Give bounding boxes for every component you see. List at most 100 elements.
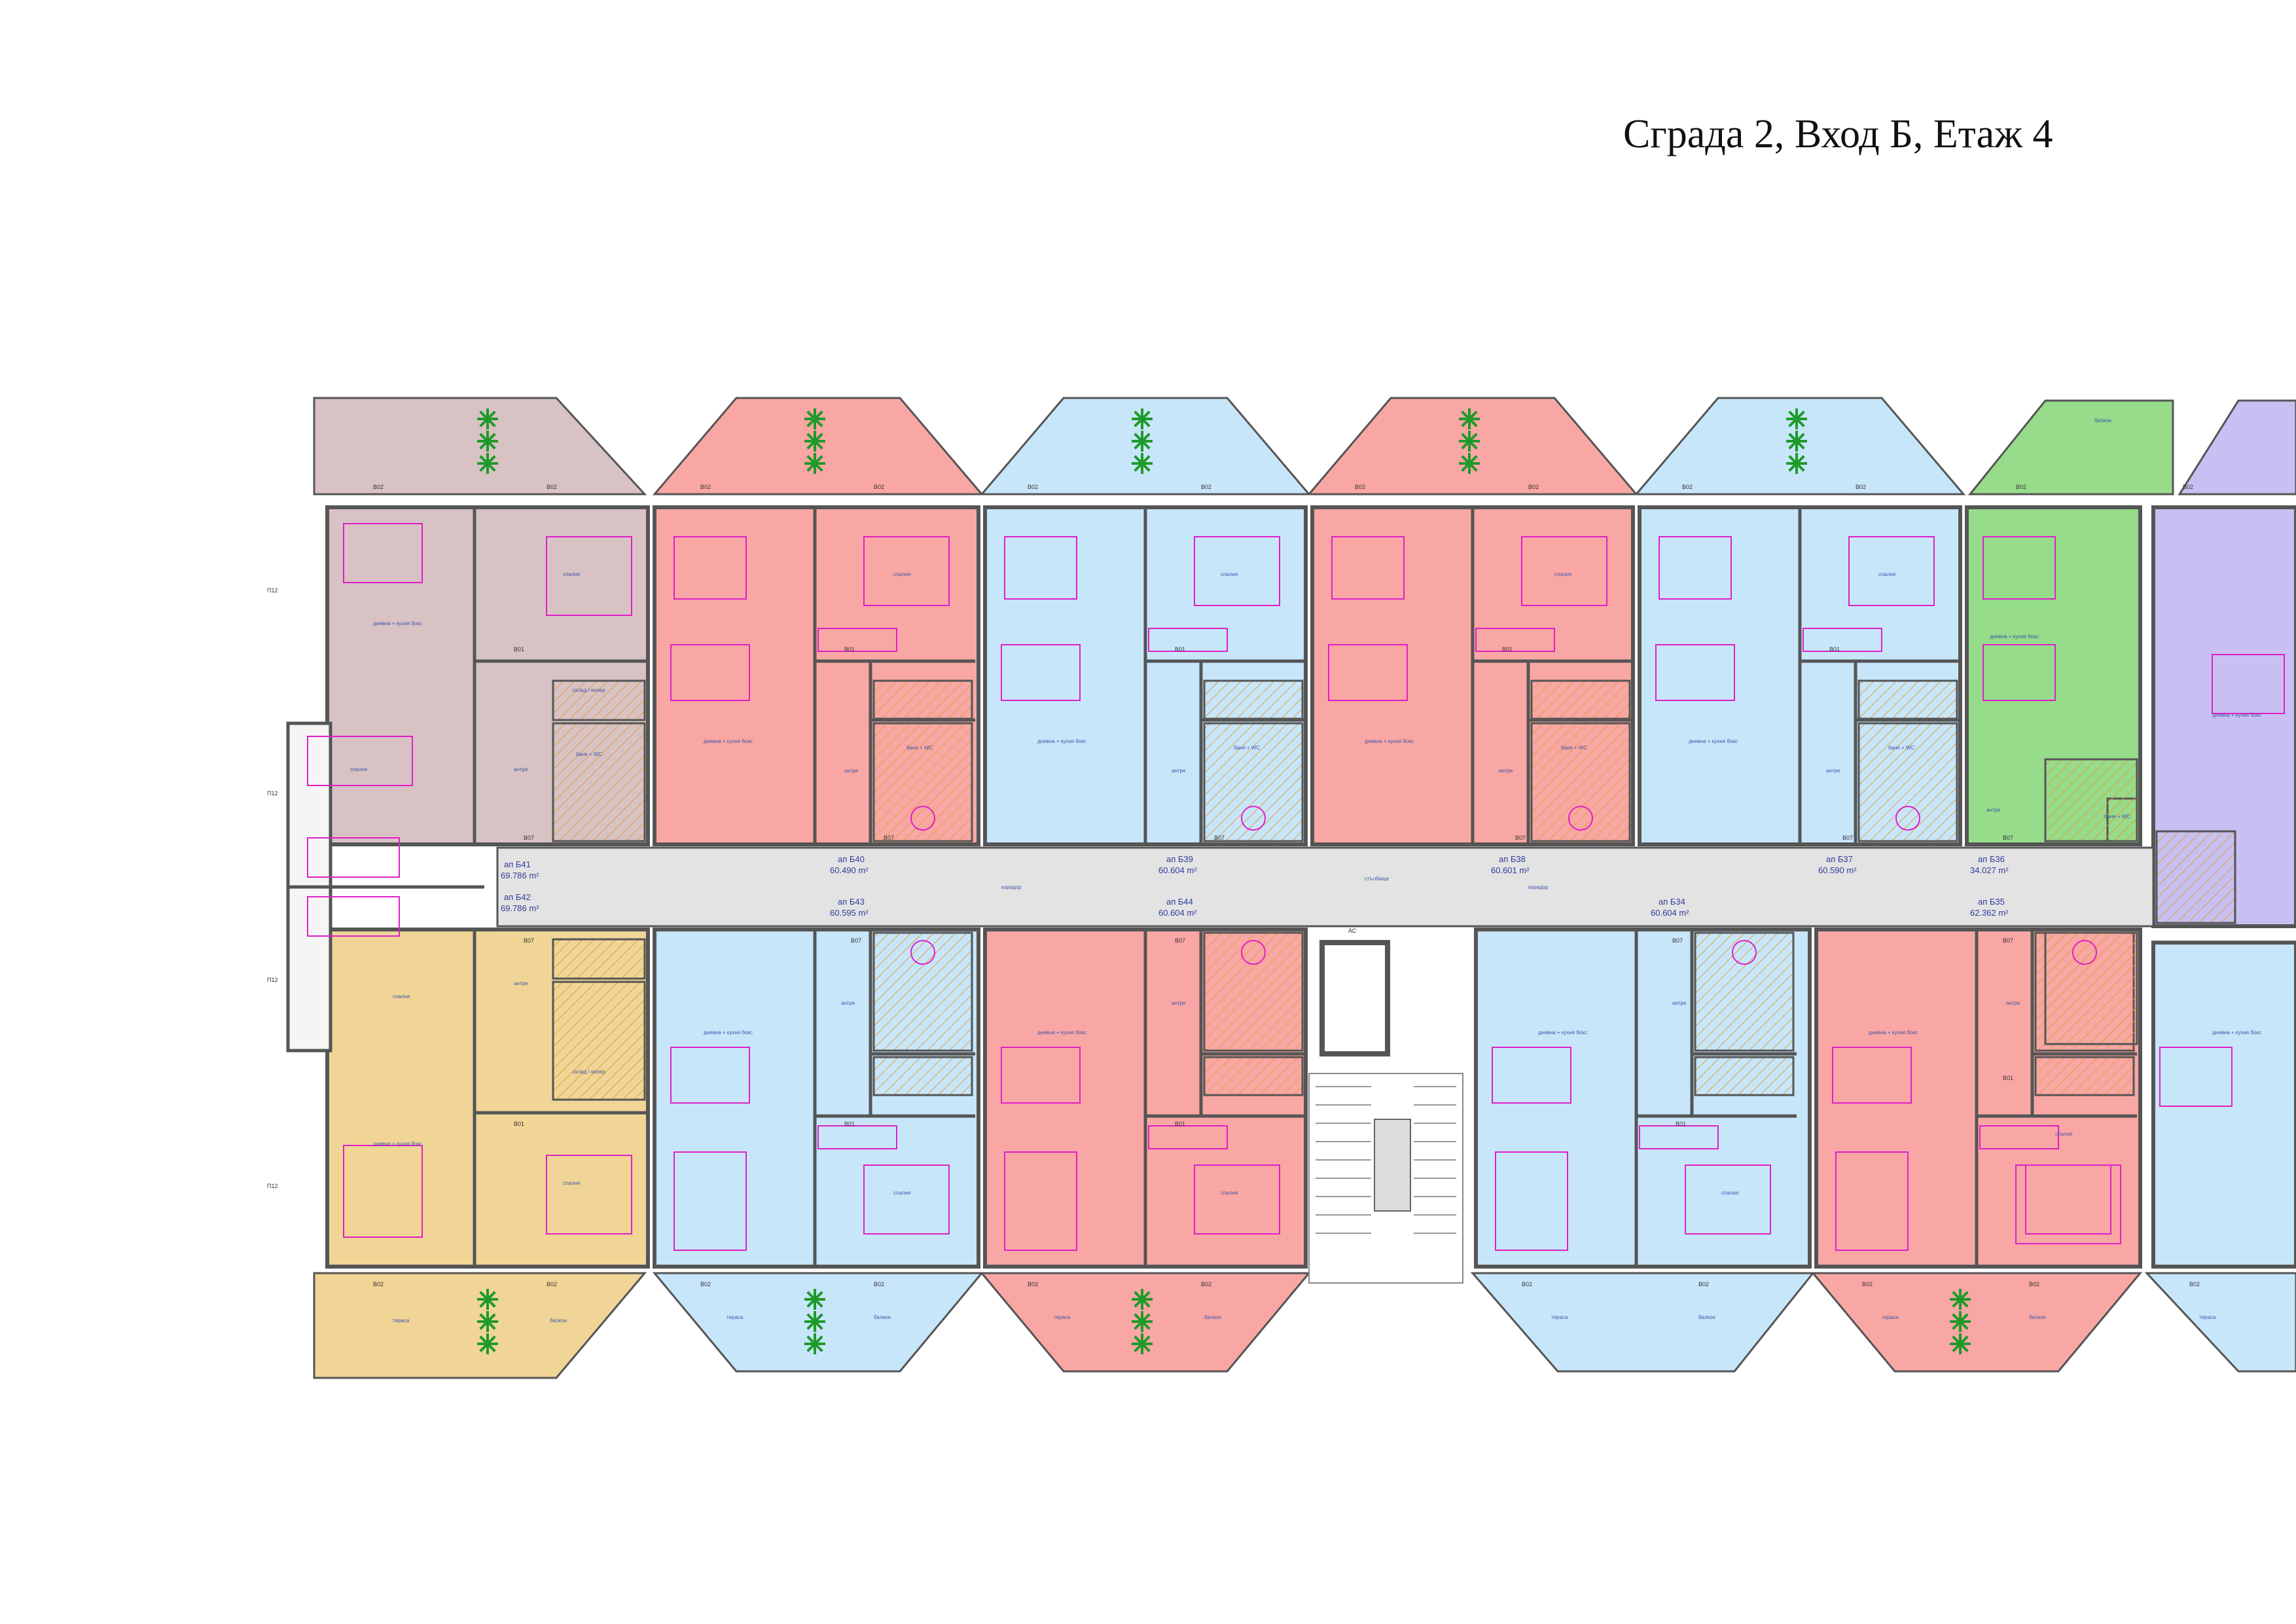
area-b42: 69.786 m²: [501, 903, 539, 913]
sofa-symbol: [1659, 536, 1732, 600]
room-storage-b42: склад / килер: [573, 1069, 605, 1075]
room-bedroom-b43: спалня: [893, 1190, 910, 1196]
room-terrace-b44: тераса: [1054, 1314, 1071, 1320]
sink-symbol: [1568, 806, 1593, 831]
tag-entry-b39: B07: [1214, 835, 1225, 841]
bed-symbol: [1194, 536, 1280, 606]
balcony-bottom-b34: [1470, 1272, 1816, 1373]
palm-planter: [1132, 1289, 1153, 1354]
bed-symbol: [307, 837, 400, 878]
tag-window-10: B02: [1856, 484, 1866, 490]
bathroom: [2155, 830, 2236, 924]
tag-entry-b35: B07: [2003, 937, 2013, 944]
room-living-b40: дневна + кухня бокс: [704, 738, 753, 744]
lift-shaft: [1319, 940, 1390, 1056]
tag-window-12: B02: [2183, 484, 2193, 490]
dining-table-symbol: [1492, 1047, 1571, 1104]
bed-symbol: [2015, 1164, 2121, 1244]
sofa-symbol: [343, 1145, 423, 1238]
bed-symbol: [863, 1164, 950, 1235]
room-living-right: дневна + кухня бокс: [2212, 712, 2261, 718]
tag-window-5: B02: [1028, 484, 1038, 490]
storage-room: [1203, 1056, 1304, 1096]
bed-symbol: [546, 1155, 632, 1235]
sink-symbol: [1895, 806, 1920, 831]
palm-planter: [1132, 408, 1153, 474]
room-hall-b40: антре: [844, 768, 859, 774]
room-bath-b39: баня + WC: [1234, 745, 1260, 751]
bed-symbol: [1685, 1164, 1771, 1235]
label-b38: ап Б38: [1499, 854, 1526, 864]
room-hall-b35: антре: [2006, 1000, 2020, 1006]
label-b44: ап Б44: [1166, 897, 1193, 907]
tag-entry-b36: B07: [2003, 835, 2013, 841]
tag-door-b35: B01: [2003, 1075, 2013, 1081]
palm-planter: [1950, 1289, 1971, 1354]
tag-door-b43: B01: [844, 1121, 855, 1127]
palm-frond: [486, 410, 496, 420]
bottom-balconies: [313, 1272, 2296, 1379]
bathroom: [552, 722, 646, 842]
area-b34: 60.604 m²: [1651, 908, 1689, 918]
wardrobe-symbol: [1148, 1125, 1228, 1149]
top-balconies: [313, 397, 2296, 496]
sink-symbol: [1241, 940, 1266, 965]
room-bedroom-b41: спалня: [563, 571, 580, 577]
unit-labels: ап Б41 69.786 m² ап Б42 69.786 m² ап Б40…: [501, 854, 2009, 934]
area-b36: 34.027 m²: [1970, 865, 2009, 875]
storage-room: [1857, 679, 1958, 720]
area-b37: 60.590 m²: [1818, 865, 1857, 875]
wardrobe-symbol: [1803, 628, 1882, 652]
sofa-symbol: [1982, 536, 2056, 600]
palm-frond: [814, 1335, 823, 1345]
tag-side-2: П12: [267, 790, 278, 797]
tag-door-b38: B01: [1502, 646, 1513, 653]
room-labels: спалня дневна + кухня бокс спалня антре …: [350, 418, 2261, 1324]
area-b44: 60.604 m²: [1158, 908, 1197, 918]
room-bedroom-b34: спалня: [1721, 1190, 1738, 1196]
area-b35: 62.362 m²: [1970, 908, 2009, 918]
palm-planter: [804, 1289, 825, 1354]
palm-frond: [1141, 410, 1151, 420]
unit-right-bottom: [2151, 941, 2296, 1269]
sofa-symbol: [673, 536, 747, 600]
sofa-symbol: [1004, 1151, 1077, 1251]
tag-door-b41: B01: [514, 646, 524, 653]
label-b35: ап Б35: [1978, 897, 2005, 907]
balcony-top-b36: [1967, 399, 2174, 496]
storage-room: [552, 679, 646, 721]
wardrobe-symbol: [1475, 628, 1555, 652]
tag-entry-b40: B07: [884, 835, 894, 841]
area-b43: 60.595 m²: [830, 908, 869, 918]
storage-room: [872, 679, 973, 720]
room-bath-b38: баня + WC: [1561, 745, 1587, 751]
room-living-b36: дневна + кухня бокс: [1990, 634, 2039, 640]
sink-symbol: [910, 940, 935, 965]
tag-window-7: B02: [1355, 484, 1365, 490]
tag-window-b2: B02: [547, 1281, 557, 1288]
palm-frond: [1468, 455, 1478, 465]
storage-room: [1694, 1056, 1795, 1096]
tag-window-b5: B02: [1028, 1281, 1038, 1288]
room-bedroom-b44: спалня: [1221, 1190, 1238, 1196]
room-terrace-b42: тераса: [393, 1318, 410, 1324]
dining-table-symbol: [1001, 644, 1081, 701]
room-hall-b41: антре: [514, 767, 528, 772]
room-living-b34: дневна + кухня бокс: [1538, 1030, 1587, 1036]
tag-door-b34: B01: [1676, 1121, 1686, 1127]
room-storage-b41: склад / килер: [573, 687, 605, 693]
opening-tags: B02 B02 B02 B02 B02 B02 B02 B02 B02 B02 …: [267, 484, 2200, 1288]
bed-symbol: [1848, 536, 1935, 606]
tag-window-2: B02: [547, 484, 557, 490]
room-living-b39: дневна + кухня бокс: [1037, 738, 1086, 744]
tag-window-b4: B02: [874, 1281, 884, 1288]
palm-frond: [1795, 455, 1805, 465]
tag-window-8: B02: [1528, 484, 1539, 490]
palm-frond: [814, 455, 823, 465]
dining-table-symbol: [1328, 644, 1408, 701]
palm-planter: [477, 408, 498, 474]
bed-symbol: [546, 536, 632, 616]
room-bedroom-b42: спалня: [393, 994, 410, 1000]
tag-side-3: П12: [267, 977, 278, 983]
